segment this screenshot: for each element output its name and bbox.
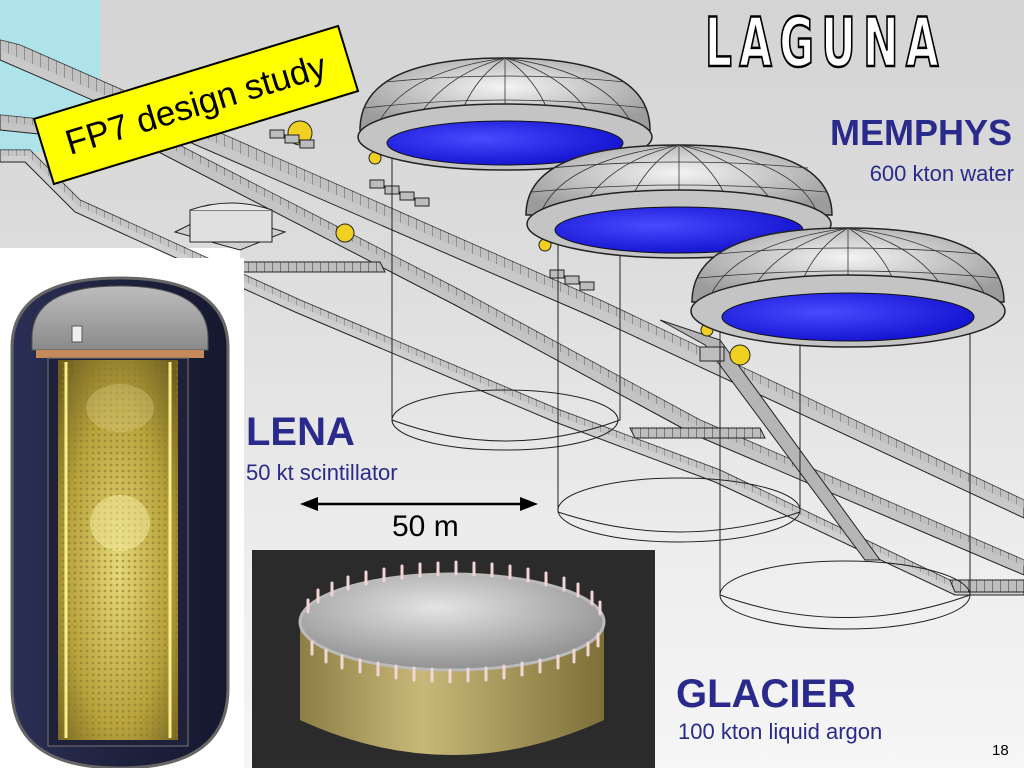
scale-bar-arrow	[300, 497, 538, 511]
glacier-title: GLACIER	[676, 672, 856, 716]
lena-detector-drawing	[10, 276, 230, 768]
memphys-tank-1	[357, 57, 653, 451]
glacier-detector-drawing	[298, 560, 606, 755]
memphys-tank-3	[690, 227, 1006, 630]
lena-title: LENA	[246, 410, 355, 454]
memphys-title: MEMPHYS	[829, 112, 1012, 153]
scale-bar-label: 50 m	[392, 510, 459, 543]
lena-subtitle: 50 kt scintillator	[246, 460, 398, 485]
laguna-logo: LAGUNA	[704, 4, 946, 83]
lena-detector-panel	[0, 258, 244, 768]
page-number: 18	[992, 742, 1009, 759]
glacier-subtitle: 100 kton liquid argon	[678, 719, 883, 744]
memphys-subtitle: 600 kton water	[869, 161, 1014, 186]
glacier-detector-panel	[252, 550, 655, 768]
